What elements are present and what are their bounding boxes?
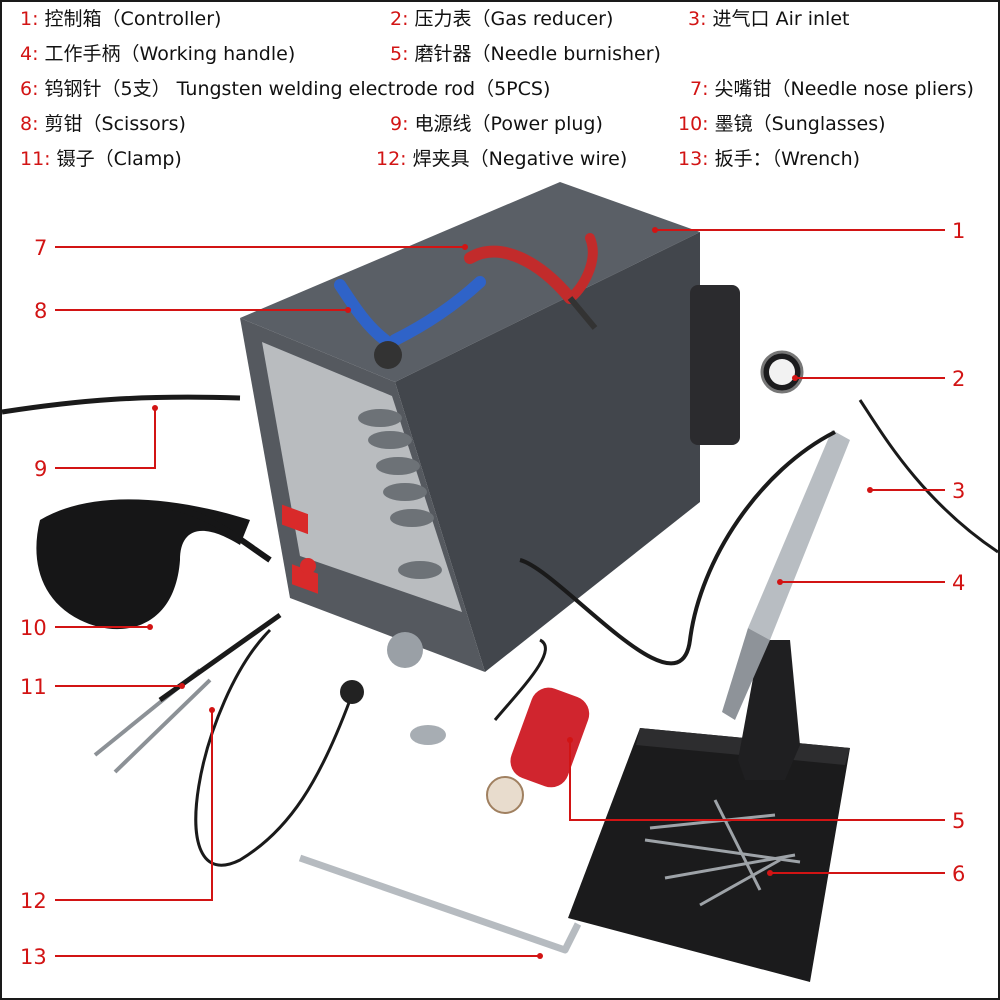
cable-connector (387, 632, 423, 668)
leader-dot (537, 953, 543, 959)
leader-dot (345, 307, 351, 313)
leader-line-12 (55, 710, 213, 901)
callout-5: 5 (952, 809, 966, 833)
leader-dot (652, 227, 658, 233)
cabinet-top (240, 182, 700, 382)
cutting-pliers-head (374, 341, 402, 369)
legend-item-10: 10: 墨镜（Sunglasses) (678, 113, 886, 135)
electrode-rod (664, 853, 796, 880)
legend-item-8: 8: 剪钳（Scissors) (20, 113, 186, 135)
grinding-disc (486, 776, 524, 814)
panel-button (368, 431, 412, 449)
callout-2: 2 (952, 367, 966, 391)
legend-item-13: 13: 扳手：（Wrench) (678, 148, 861, 170)
callout-9: 9 (34, 457, 48, 481)
sunglasses-arm (149, 502, 272, 563)
leader-dot (152, 405, 158, 411)
display-power (282, 504, 308, 535)
leader-line-9 (55, 408, 156, 469)
leader-dot (767, 870, 773, 876)
cutting-pliers (334, 279, 391, 346)
panel-button (398, 561, 442, 579)
callout-7: 7 (34, 236, 48, 260)
leader-line-5 (569, 740, 945, 821)
leader-dot (209, 707, 215, 713)
callout-12: 12 (20, 889, 47, 913)
legend-item-5: 5: 磨针器（Needle burnisher) (390, 43, 661, 65)
leader-dot (147, 624, 153, 630)
legend-item-9: 9: 电源线（Power plug) (390, 113, 603, 135)
cabinet-side (395, 232, 700, 672)
leader-dot (777, 579, 783, 585)
needle-nose-pliers (464, 245, 576, 304)
legend-item-7: 7: 尖嘴钳（Needle nose pliers) (690, 78, 974, 100)
callout-11: 11 (20, 675, 47, 699)
hex-wrench (298, 854, 582, 954)
pressure-gauge-face (769, 359, 795, 385)
ce-mark-icon (300, 558, 316, 574)
negative-wire (194, 628, 352, 867)
callout-1: 1 (952, 219, 966, 243)
panel-button (376, 457, 420, 475)
electrode-rod (699, 858, 781, 907)
cable-plug (340, 680, 364, 704)
leader-dot (792, 375, 798, 381)
leader-dot (179, 683, 185, 689)
callout-8: 8 (34, 299, 48, 323)
panel-button (358, 409, 402, 427)
leader-dot (867, 487, 873, 493)
callout-10: 10 (20, 616, 47, 640)
clamp-wire (158, 612, 282, 703)
callout-13: 13 (20, 945, 47, 969)
callout-6: 6 (952, 862, 966, 886)
usb-cable (493, 638, 547, 721)
stand-column (738, 640, 800, 780)
electrode-rod (649, 813, 776, 830)
legend-item-2: 2: 压力表（Gas reducer) (390, 8, 614, 30)
panel-button (390, 509, 434, 527)
legend-item-6: 6: 钨钢针（5支） Tungsten welding electrode ro… (20, 78, 551, 100)
legend-item-11: 11: 镊子（Clamp) (20, 148, 182, 170)
panel-button (383, 483, 427, 501)
tweezers (113, 678, 212, 774)
pliers-jaw (567, 296, 598, 330)
stand-base (568, 728, 850, 982)
power-cable (1, 394, 241, 415)
legend-item-3: 3: 进气口 Air inlet (688, 8, 850, 30)
working-handle (748, 430, 850, 640)
control-panel (262, 342, 462, 612)
connector-cap (410, 725, 446, 745)
legend-item-1: 1: 控制箱（Controller) (20, 8, 222, 30)
callout-3: 3 (952, 479, 966, 503)
cutting-pliers-handle (389, 276, 486, 346)
leader-dot (462, 244, 468, 250)
legend-item-4: 4: 工作手柄（Working handle) (20, 43, 296, 65)
callout-4: 4 (952, 571, 966, 595)
needle-nose-pliers-handle (565, 233, 598, 303)
air-hose (858, 399, 999, 554)
electrode-rod (713, 799, 762, 891)
working-handle-tip (722, 628, 770, 720)
handle-cable (519, 430, 836, 666)
leader-dot (567, 737, 573, 743)
sunglasses (36, 499, 250, 630)
legend-item-12: 12: 焊夹具（Negative wire) (376, 148, 628, 170)
gas-regulator (690, 285, 740, 445)
needle-burnisher (510, 687, 590, 788)
